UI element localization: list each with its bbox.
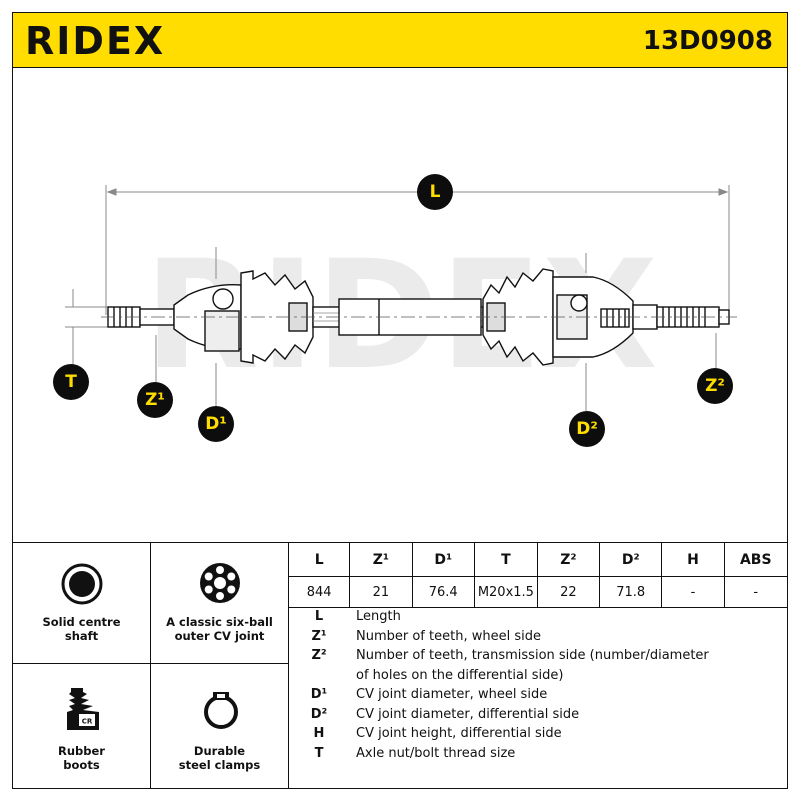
legend-row: D² CV joint diameter, differential side: [289, 705, 787, 725]
drawing-area: RIDEX: [12, 67, 788, 543]
legend-row: H CV joint height, differential side: [289, 724, 787, 744]
spec-value: 22: [537, 576, 601, 608]
legend-key: Z²: [311, 648, 327, 663]
legend-key: H: [313, 726, 325, 741]
spec-value: -: [661, 576, 725, 608]
legend-row: D¹ CV joint diameter, wheel side: [289, 685, 787, 705]
feature-rubber-boots: CR Rubber boots: [13, 664, 151, 788]
spec-value: 71.8: [599, 576, 663, 608]
spec-header: Z²: [537, 543, 601, 577]
spec-header: L: [289, 543, 351, 577]
legend-row: of holes on the differential side): [289, 666, 787, 686]
thread-dimension: [65, 289, 111, 367]
spec-header: ABS: [724, 543, 787, 577]
legend-desc: CV joint height, differential side: [356, 726, 562, 741]
leader-lines: [155, 247, 717, 411]
badge-z1: Z¹: [137, 382, 173, 418]
legend-key: L: [314, 609, 324, 624]
spec-value: 76.4: [412, 576, 475, 608]
legend-desc: CV joint diameter, differential side: [356, 706, 580, 722]
legend-desc: Number of teeth, transmission side (numb…: [356, 648, 709, 663]
legend-key: Z¹: [311, 628, 327, 644]
spec-value: 21: [349, 576, 413, 608]
feature-label: A classic six-ball outer CV joint: [166, 615, 273, 643]
badge-length: L: [417, 174, 453, 210]
badge-d1: D¹: [198, 406, 234, 442]
legend-row: Z¹ Number of teeth, wheel side: [289, 627, 787, 647]
legend-row: Z² Number of teeth, transmission side (nu…: [289, 646, 787, 666]
legend-desc: CV joint diameter, wheel side: [356, 687, 548, 702]
feature-solid-shaft: Solid centre shaft: [13, 543, 151, 664]
legend-row: L Length: [289, 607, 787, 627]
legend-key: D¹: [310, 687, 328, 702]
spec-value-row: 844 21 76.4 M20x1.5 22 71.8 - -: [289, 576, 787, 608]
spec-header: Z¹: [349, 543, 413, 577]
legend-desc: Length: [356, 609, 401, 624]
header-bar: RIDEX 13D0908: [12, 12, 788, 68]
badge-z2: Z²: [697, 368, 733, 404]
feature-label: Solid centre shaft: [42, 615, 121, 643]
legend-desc: Number of teeth, wheel side: [356, 628, 541, 644]
badge-thread: T: [53, 364, 89, 400]
spec-value: -: [724, 576, 787, 608]
legend-key: D²: [310, 706, 328, 722]
legend-row: T Axle nut/bolt thread size: [289, 744, 787, 764]
legend: L Length Z¹ Number of teeth, wheel side Z²…: [289, 607, 787, 763]
feature-six-ball-joint: A classic six-ball outer CV joint: [151, 543, 289, 664]
spec-table: L Z¹ D¹ T Z² D² H ABS 844 21 76.4 M20x1.…: [289, 543, 787, 608]
steel-clamp-icon: [204, 692, 238, 729]
spec-header: T: [474, 543, 538, 577]
feature-steel-clamps: Durable steel clamps: [151, 664, 289, 788]
legend-desc: of holes on the differential side): [356, 667, 564, 683]
badge-d2: D²: [569, 411, 605, 447]
spec-header-row: L Z¹ D¹ T Z² D² H ABS: [289, 543, 787, 577]
spec-value: M20x1.5: [474, 576, 538, 608]
feature-label: Rubber boots: [58, 744, 105, 772]
spec-header: H: [661, 543, 725, 577]
info-panel: Solid centre shaft A classic six-ball ou…: [12, 542, 788, 789]
spec-header: D²: [599, 543, 663, 577]
brand-logo: RIDEX: [25, 19, 166, 63]
drive-shaft-drawing: RIDEX: [65, 185, 737, 411]
legend-desc: Axle nut/bolt thread size: [356, 745, 516, 761]
rubber-boot-icon: CR: [67, 688, 99, 730]
solid-centre-shaft-icon: [61, 563, 103, 605]
part-number: 13D0908: [642, 26, 773, 56]
feature-label: Durable steel clamps: [178, 744, 261, 772]
spec-value: 844: [289, 576, 351, 608]
six-ball-cv-joint-icon: [200, 563, 240, 603]
spec-header: D¹: [412, 543, 475, 577]
legend-key: T: [314, 745, 324, 761]
svg-text:CR: CR: [82, 718, 93, 726]
